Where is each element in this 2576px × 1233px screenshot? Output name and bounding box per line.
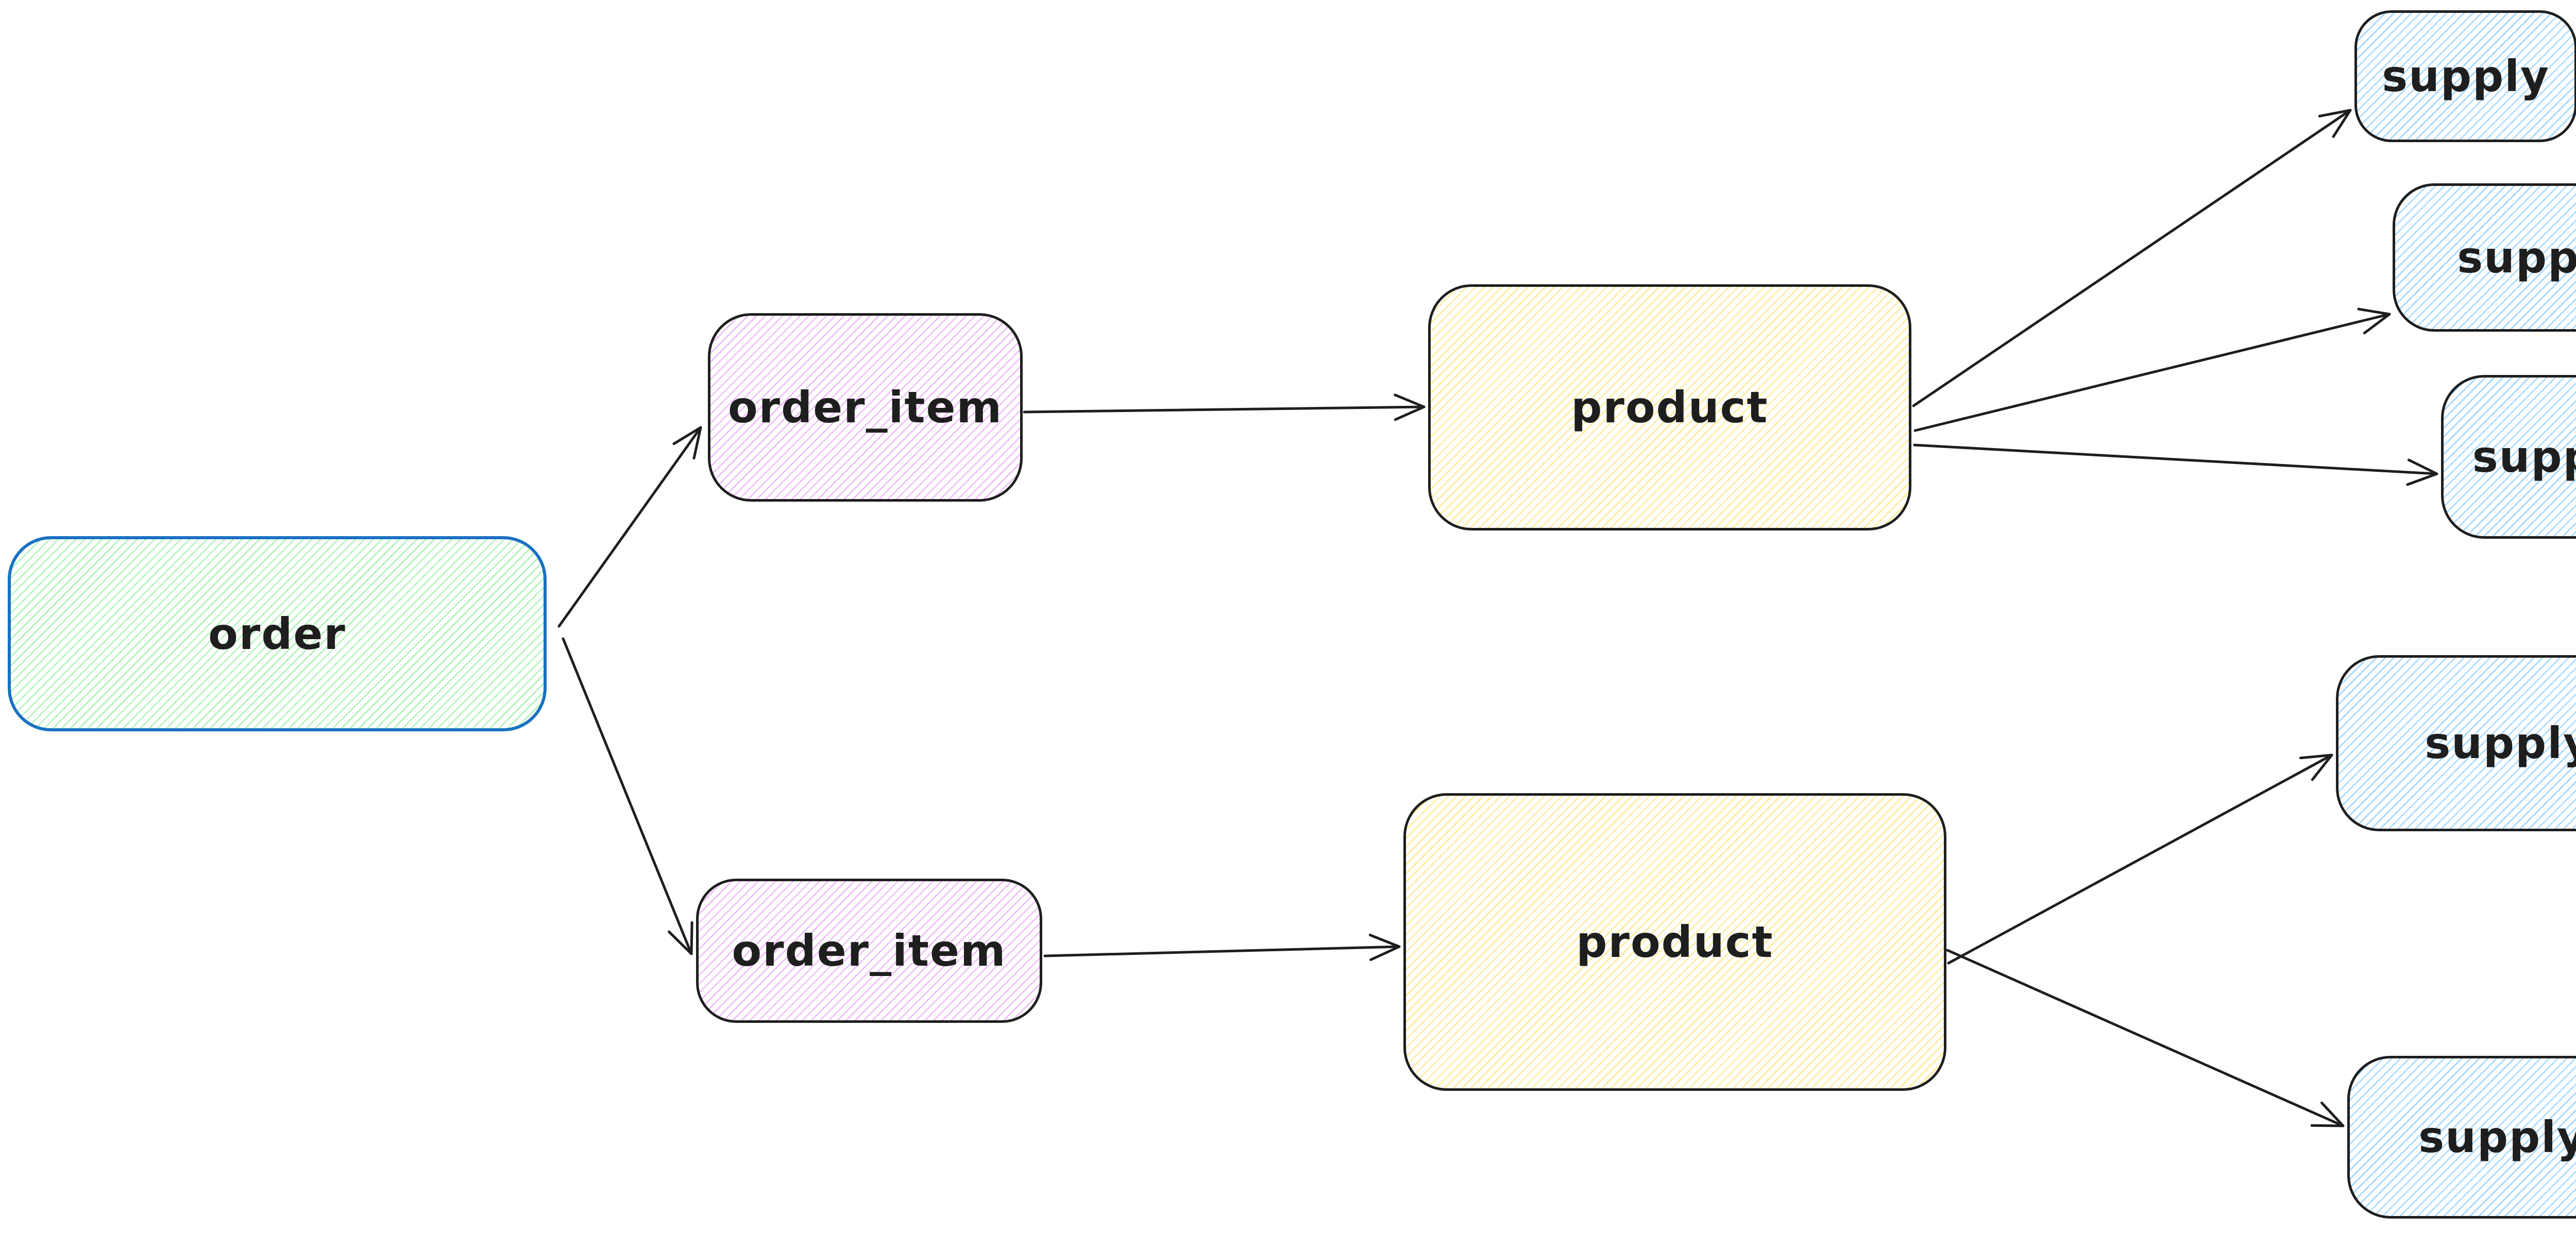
node-label-order_item_2: order_item — [732, 926, 1007, 976]
node-supply_4[interactable]: supply — [2336, 655, 2576, 831]
node-label-order: order — [208, 608, 346, 659]
node-label-order_item_1: order_item — [727, 382, 1003, 433]
edge-order_item_1-to-product_1[interactable] — [1023, 393, 1426, 421]
edge-order-to-order_item_2[interactable] — [562, 637, 693, 955]
node-label-supply_4: supply — [2425, 718, 2576, 768]
node-product_2[interactable]: product — [1403, 793, 1946, 1091]
node-supply_5[interactable]: supply — [2347, 1056, 2576, 1219]
node-label-supply_2: supply — [2457, 232, 2576, 283]
node-order_item_2[interactable]: order_item — [696, 879, 1042, 1023]
edge-product_1-to-supply_3[interactable] — [1913, 443, 2438, 486]
edge-product_1-to-supply_2[interactable] — [1913, 307, 2391, 432]
node-supply_3[interactable]: supply — [2441, 375, 2576, 539]
node-supply_1[interactable]: supply — [2354, 10, 2576, 142]
edge-order-to-order_item_1[interactable] — [557, 426, 702, 628]
node-label-supply_5: supply — [2418, 1112, 2576, 1162]
edge-product_1-to-supply_1[interactable] — [1912, 109, 2352, 407]
node-label-supply_3: supply — [2472, 432, 2576, 482]
node-label-product_1: product — [1571, 382, 1769, 433]
node-order_item_1[interactable]: order_item — [708, 313, 1023, 502]
node-order[interactable]: order — [8, 536, 547, 731]
node-supply_2[interactable]: supply — [2393, 183, 2576, 332]
edge-order_item_2-to-product_2[interactable] — [1043, 933, 1401, 961]
node-product_1[interactable]: product — [1428, 284, 1911, 530]
node-label-supply_1: supply — [2382, 51, 2550, 101]
edge-product_2-to-supply_5[interactable] — [1946, 949, 2345, 1127]
node-label-product_2: product — [1576, 917, 1774, 967]
edge-product_2-to-supply_4[interactable] — [1947, 754, 2333, 965]
